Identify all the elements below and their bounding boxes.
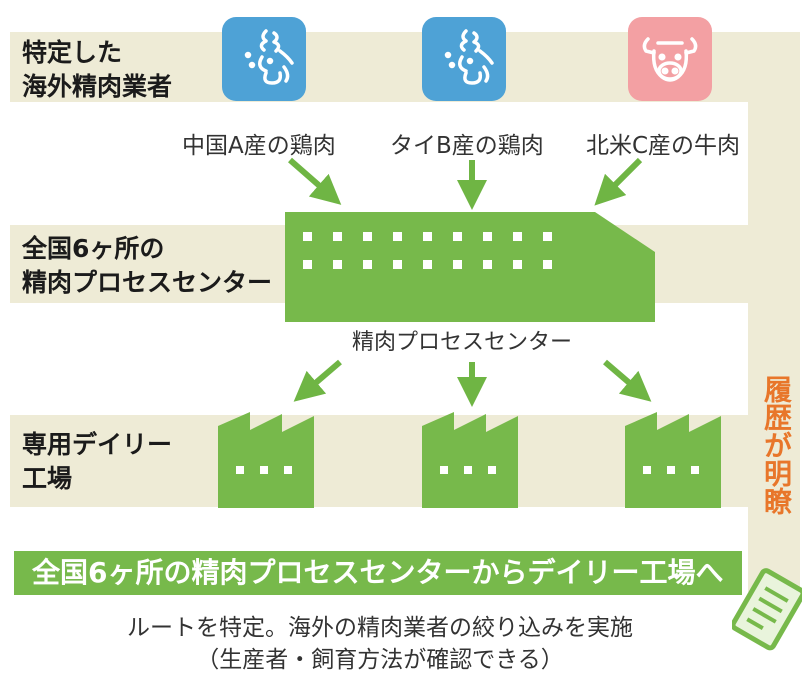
- arrow-center-to-factory-right: [603, 359, 652, 402]
- chicken-icon: [422, 17, 506, 101]
- cow-icon-drawing: [642, 37, 698, 82]
- arrow-center-to-factory-left: [293, 359, 342, 402]
- source-label-thai-chicken: タイB産の鶏肉: [390, 133, 544, 159]
- suppliers-label-line-1: 特定した: [22, 38, 123, 67]
- factory-icon: [422, 412, 518, 508]
- document-icon: [732, 568, 802, 651]
- history-band: [748, 32, 800, 592]
- factories-row-label: 専用デイリー 工場: [22, 428, 172, 496]
- note-line-1: ルートを特定。海外の精肉業者の絞り込みを実施: [127, 615, 633, 641]
- factories-label-line-1: 専用デイリー: [22, 430, 173, 459]
- processing-center-label: 精肉プロセスセンター: [352, 330, 573, 355]
- chicken-icon-drawing: [244, 29, 294, 85]
- centers-label-line-1: 全国6ヶ所の: [22, 234, 165, 263]
- suppliers-row-label: 特定した 海外精肉業者: [22, 36, 172, 104]
- source-label-na-beef: 北米C産の牛肉: [586, 133, 741, 159]
- summary-banner: 全国6ヶ所の精肉プロセスセンターからデイリー工場へ: [14, 551, 742, 595]
- cow-icon: [628, 17, 712, 101]
- history-label-text: 履歴が明瞭: [760, 375, 793, 515]
- centers-label-line-2: 精肉プロセスセンター: [22, 268, 273, 297]
- arrow-na-to-center: [594, 157, 643, 206]
- chicken-icon-drawing: [444, 29, 494, 85]
- factories-label-line-2: 工場: [22, 464, 73, 493]
- centers-row-label: 全国6ヶ所の 精肉プロセスセンター: [22, 232, 272, 300]
- factory-icon: [218, 412, 314, 508]
- note-line-2: （生産者・飼育方法が確認できる）: [196, 647, 564, 673]
- history-clear-label: 履歴が明瞭: [756, 375, 796, 515]
- factory-icon: [625, 412, 721, 508]
- suppliers-label-line-2: 海外精肉業者: [22, 72, 173, 101]
- processing-center-building: [285, 212, 655, 322]
- arrow-china-to-center: [288, 157, 342, 205]
- chicken-icon: [222, 17, 306, 101]
- connector-band: [750, 195, 800, 225]
- source-label-china-chicken: 中国A産の鶏肉: [182, 133, 336, 159]
